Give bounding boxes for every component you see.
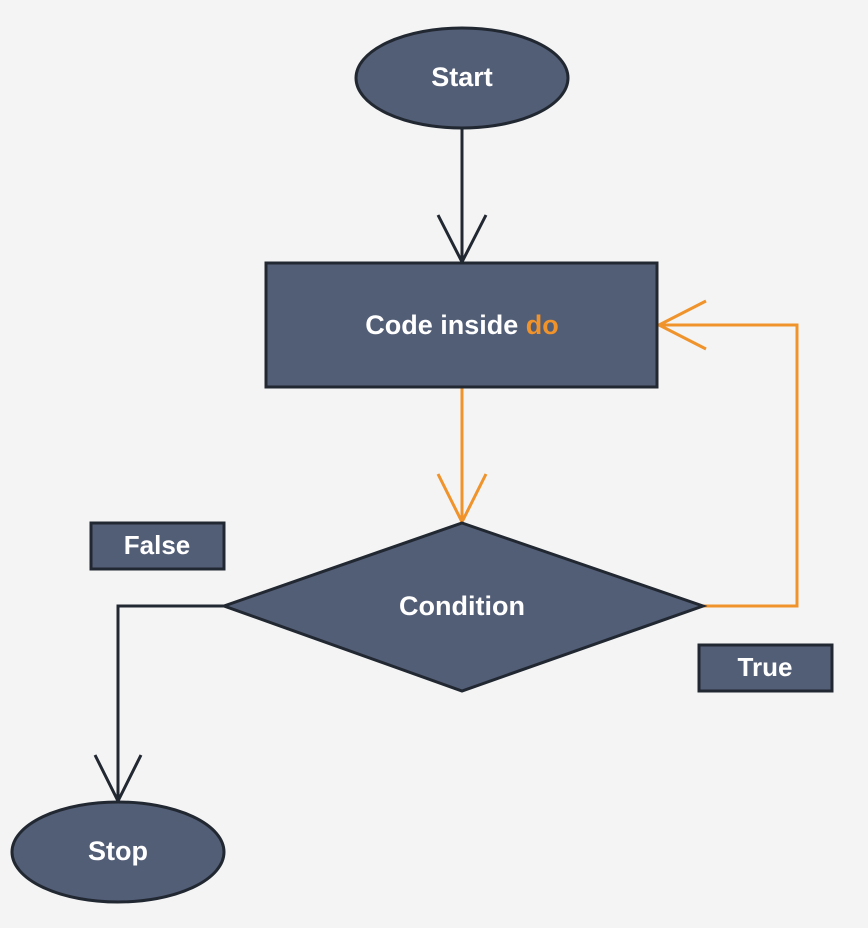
edge-process-to-condition [436, 388, 488, 526]
process-node: Code inside do [264, 261, 659, 389]
start-node: Start [354, 26, 570, 130]
condition-label: Condition [399, 591, 525, 621]
process-label-keyword: do [526, 310, 559, 340]
edge-start-to-process [436, 129, 488, 266]
start-label: Start [431, 62, 493, 92]
edge-false-to-stop [93, 604, 224, 805]
stop-label: Stop [88, 836, 148, 866]
true-tag: True [697, 643, 834, 693]
true-label: True [738, 652, 793, 682]
condition-node: Condition [219, 521, 708, 693]
false-label: False [124, 530, 191, 560]
process-label-main: Code inside [365, 310, 526, 340]
false-tag: False [89, 521, 226, 571]
stop-node: Stop [10, 800, 226, 904]
process-label: Code inside do [365, 310, 559, 340]
edge-true-loop [655, 299, 799, 608]
